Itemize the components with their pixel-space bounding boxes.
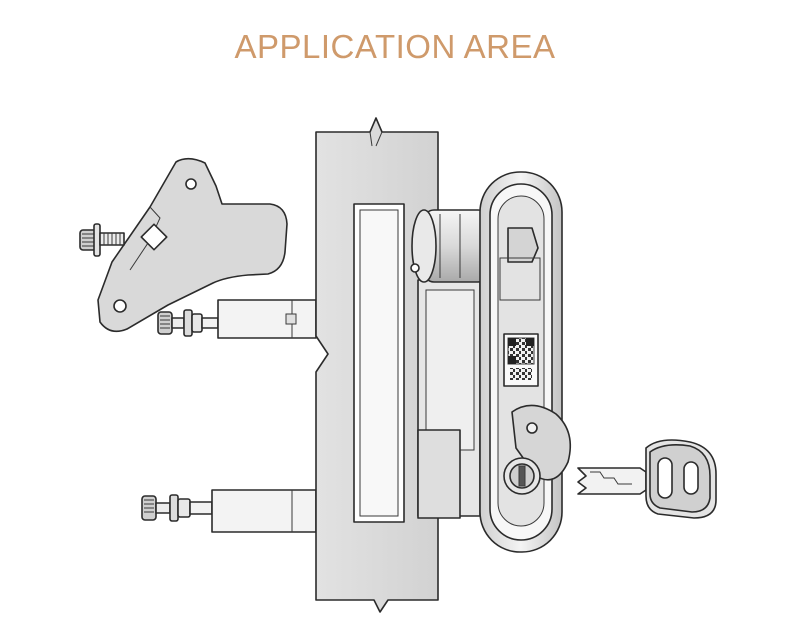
mounting-hole-icon [185, 178, 197, 190]
door-panel [315, 117, 439, 613]
qr-code-label [503, 333, 539, 387]
page-title: APPLICATION AREA [234, 28, 556, 65]
lower-screw-assembly [141, 489, 317, 533]
rivet-icon [526, 422, 538, 434]
lock-body [417, 279, 481, 519]
pin-icon [410, 263, 420, 273]
mounting-hole-icon [113, 299, 127, 313]
keyhole-cylinder [503, 457, 541, 495]
key-hole-icon [683, 461, 699, 495]
cam-plate [97, 157, 288, 333]
key-hole-icon [657, 457, 673, 499]
lock-cylinder [410, 209, 489, 283]
square-hole-icon [140, 223, 168, 251]
upper-screw-assembly [157, 299, 317, 339]
cam-screw [79, 223, 125, 257]
key [577, 439, 717, 519]
